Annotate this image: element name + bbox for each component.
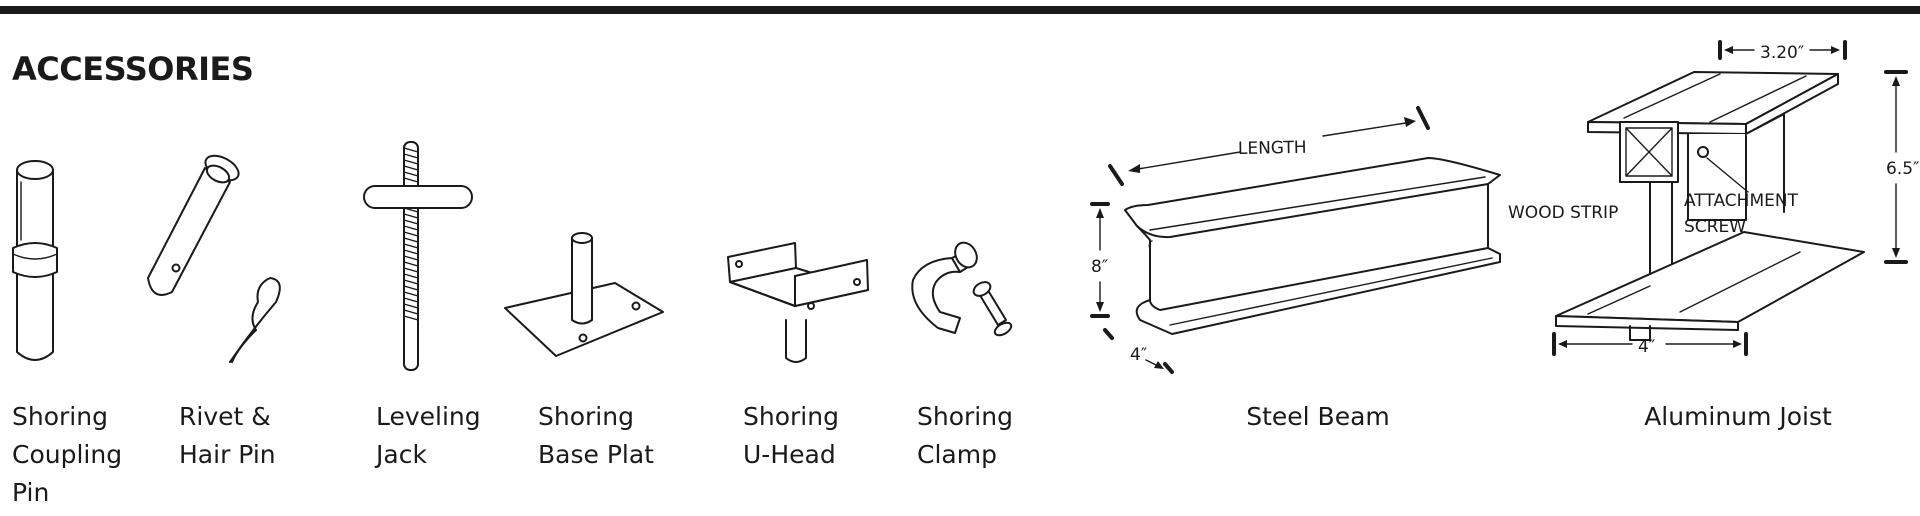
- top-rule: [0, 6, 1920, 14]
- section-title: ACCESSORIES: [12, 50, 254, 88]
- shoring-clamp-illustration: [911, 241, 1013, 337]
- item-label-steel-beam: Steel Beam: [1246, 402, 1390, 431]
- steel-beam-width-label: 4″: [1130, 345, 1147, 365]
- shoring-base-plate-illustration: [504, 232, 664, 357]
- aluminum-joist-illustration: [1552, 40, 1908, 356]
- joist-height-label: 6.5″: [1886, 159, 1919, 179]
- joist-bottom-width-label: 4″: [1638, 337, 1655, 357]
- item-label-shoring-clamp: Shoring Clamp: [917, 402, 1013, 469]
- steel-beam-height-label: 8″: [1091, 257, 1108, 277]
- item-label-shoring-base-plat: Shoring Base Plat: [538, 402, 654, 469]
- shoring-coupling-pin-illustration: [12, 160, 58, 361]
- attachment-screw-label-line2: SCREW: [1684, 217, 1746, 237]
- attachment-screw-label-line1: ATTACHMENT: [1684, 191, 1799, 211]
- steel-beam-length-label: LENGTH: [1238, 138, 1307, 159]
- item-label-leveling-jack: Leveling Jack: [376, 402, 481, 469]
- joist-top-width-label: 3.20″: [1760, 43, 1804, 63]
- wood-strip-label: WOOD STRIP: [1508, 203, 1618, 223]
- item-label-rivet-hair-pin: Rivet & Hair Pin: [179, 402, 276, 469]
- item-label-aluminum-joist: Aluminum Joist: [1644, 402, 1832, 431]
- shoring-u-head-illustration: [727, 242, 869, 363]
- item-label-shoring-u-head: Shoring U-Head: [743, 402, 839, 469]
- rivet-hair-pin-illustration: [147, 154, 281, 363]
- steel-beam-illustration: [1090, 106, 1501, 374]
- leveling-jack-illustration: [363, 141, 473, 371]
- item-label-shoring-coupling-pin: Shoring Coupling Pin: [12, 402, 123, 507]
